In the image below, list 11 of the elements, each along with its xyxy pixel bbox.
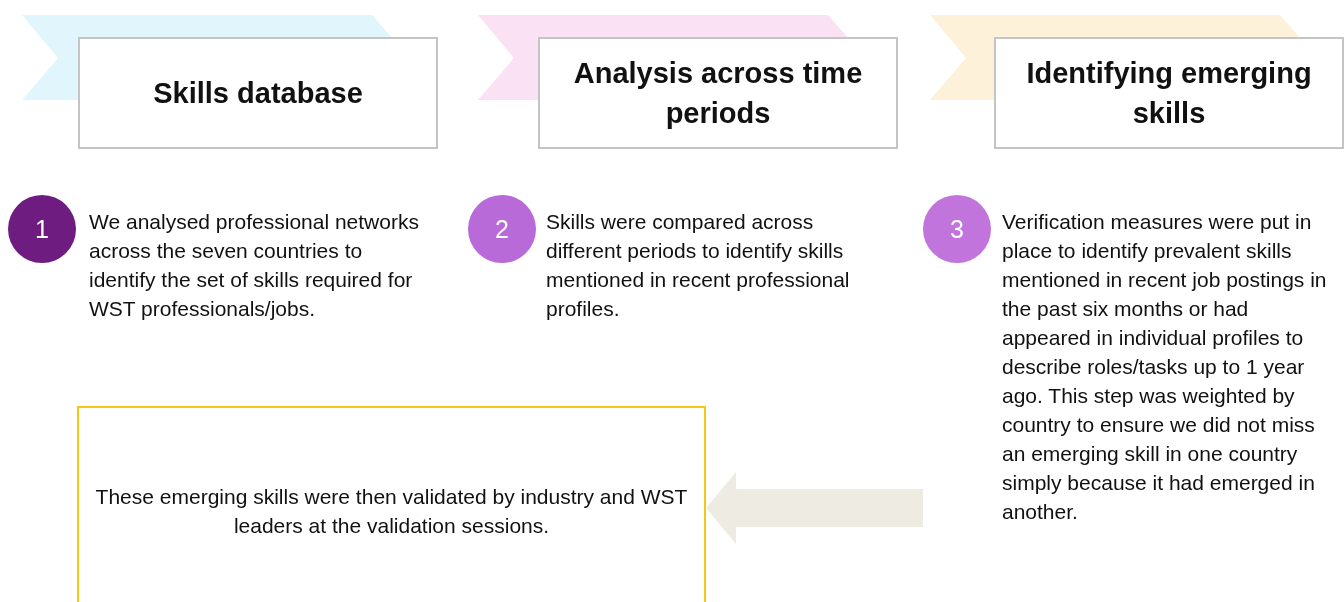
summary-box: These emerging skills were then validated by industry and WST leaders at the validation sessions. bbox=[77, 406, 706, 602]
step-number: 3 bbox=[923, 195, 991, 263]
step-description: Verification measures were put in place to identify prevalent skills mentioned in recent job postings in the past six months or had appeared in individual profiles to describe roles/tasks up to 1 year ago. This step was weighted by country to ensure we did not miss an emerging skill in one country simply because it had emerged in another. bbox=[1002, 209, 1328, 525]
step-number: 2 bbox=[468, 195, 536, 263]
block-arrow bbox=[706, 472, 923, 544]
stage-header-box: Analysis across time periods bbox=[538, 37, 898, 149]
step-description: Skills were compared across different periods to identify skills mentioned in recent professional profiles. bbox=[546, 209, 851, 322]
stage-header-box: Identifying emerging skills bbox=[994, 37, 1344, 149]
step-number: 1 bbox=[8, 195, 76, 263]
step-description: We analysed professional networks across the seven countries to identify the set of skills required for WST professionals/jobs. bbox=[89, 209, 420, 322]
stage-header-box: Skills database bbox=[78, 37, 438, 149]
